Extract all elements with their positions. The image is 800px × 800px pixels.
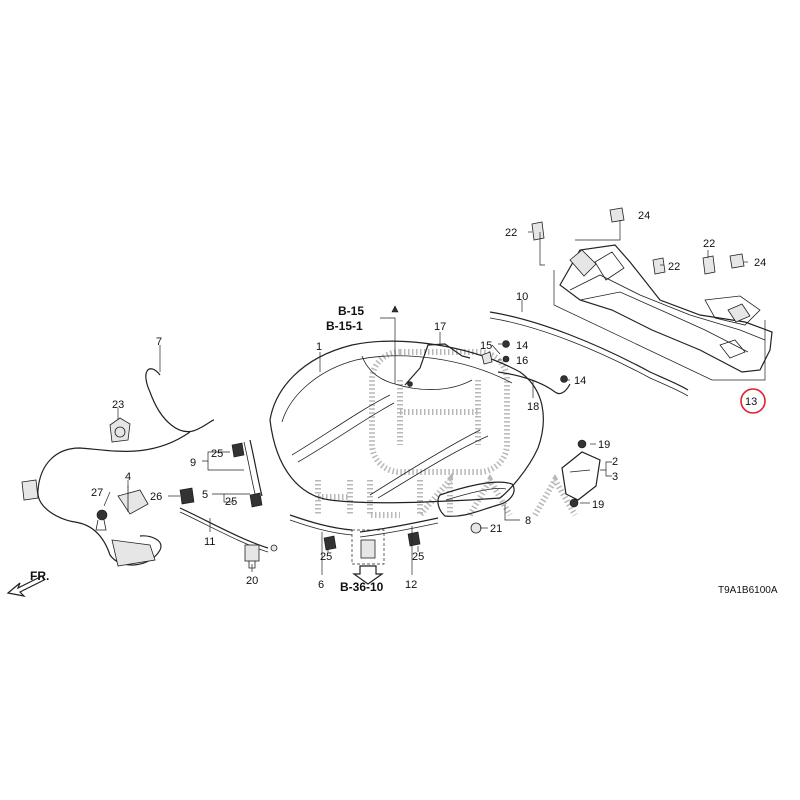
- label-part-16: 16: [516, 355, 528, 367]
- clip-22-left[interactable]: [531, 221, 545, 241]
- diagram-code: T9A1B6100A: [718, 585, 778, 596]
- ref-b15: B-15: [338, 304, 364, 318]
- side-seal-strip[interactable]: [249, 439, 263, 497]
- clip-below-b3610: [360, 539, 376, 559]
- clip-25-lower-right[interactable]: [407, 531, 421, 547]
- label-part-7: 7: [156, 336, 162, 348]
- clip-22-right[interactable]: [702, 255, 716, 275]
- label-part-18: 18: [527, 401, 539, 413]
- label-part-25-middle: 25: [225, 496, 237, 508]
- label-part-25-upper: 25: [211, 448, 223, 460]
- label-part-22-left: 22: [505, 227, 517, 239]
- label-part-17: 17: [434, 321, 446, 333]
- label-part-20: 20: [246, 575, 258, 587]
- label-part-9: 9: [190, 457, 196, 469]
- hood-latch-27[interactable]: [95, 509, 108, 531]
- front-label: FR.: [30, 569, 49, 583]
- label-part-23: 23: [112, 399, 124, 411]
- label-part-13: 13: [745, 396, 757, 408]
- bolt-19-upper[interactable]: [577, 439, 587, 449]
- label-part-4: 4: [125, 471, 131, 483]
- label-part-24-right: 24: [754, 257, 766, 269]
- label-part-3: 3: [612, 471, 618, 483]
- label-part-26: 26: [150, 491, 162, 503]
- release-lever[interactable]: [111, 539, 156, 567]
- buffer-26[interactable]: [179, 487, 195, 505]
- label-part-6: 6: [318, 579, 324, 591]
- ref-b36-10: B-36-10: [340, 580, 384, 594]
- label-part-14-lower: 14: [574, 375, 586, 387]
- label-part-22-right: 22: [703, 238, 715, 250]
- label-part-11: 11: [204, 536, 215, 548]
- label-part-25-lower-right: 25: [412, 551, 424, 563]
- label-part-22-center: 22: [668, 261, 680, 273]
- label-part-19-upper: 19: [598, 439, 610, 451]
- nut-16[interactable]: [502, 355, 510, 363]
- bolt-14-upper[interactable]: [502, 340, 510, 348]
- label-part-12: 12: [405, 579, 417, 591]
- clip-15[interactable]: [481, 351, 493, 365]
- honda-watermark-logo: [315, 349, 578, 524]
- cable-end-clip: [21, 479, 39, 501]
- label-part-1: 1: [316, 341, 322, 353]
- bracket-2-3[interactable]: [561, 451, 601, 501]
- highlight-part-13[interactable]: 13: [740, 388, 766, 414]
- label-part-21: 21: [490, 523, 502, 535]
- clip-25-upper[interactable]: [231, 442, 245, 458]
- washer-tube[interactable]: [497, 371, 571, 395]
- clip-25-middle[interactable]: [249, 492, 263, 508]
- label-part-15: 15: [480, 340, 492, 352]
- bolt-19-lower[interactable]: [569, 498, 579, 508]
- clip-23[interactable]: [109, 417, 131, 443]
- front-direction-arrow: FR.: [6, 569, 49, 597]
- cowl-top-assembly[interactable]: [559, 244, 773, 373]
- bolt-14-lower[interactable]: [560, 375, 568, 383]
- hood-panel[interactable]: [269, 340, 544, 504]
- label-part-24-left: 24: [638, 210, 650, 222]
- clip-25-lower-left[interactable]: [323, 535, 337, 551]
- hood-stay-cable[interactable]: [404, 343, 471, 386]
- bolt-24-right[interactable]: [729, 253, 745, 269]
- clip-21[interactable]: [470, 522, 482, 534]
- front-seal-left[interactable]: [289, 514, 353, 531]
- front-seal-right[interactable]: [359, 517, 439, 533]
- hood-insulator[interactable]: [437, 481, 515, 517]
- label-part-2: 2: [612, 456, 618, 468]
- label-part-8: 8: [525, 515, 531, 527]
- label-part-27: 27: [91, 487, 103, 499]
- label-part-10: 10: [516, 291, 528, 303]
- label-part-5: 5: [202, 489, 208, 501]
- hood-seal[interactable]: [489, 311, 689, 391]
- hood-release-cable[interactable]: [37, 368, 215, 566]
- bolt-24-left[interactable]: [609, 207, 625, 223]
- label-part-25-lower-left: 25: [320, 551, 332, 563]
- clip-22-center[interactable]: [652, 257, 666, 275]
- latch-assembly-4[interactable]: [117, 486, 149, 515]
- label-part-19-lower: 19: [592, 499, 604, 511]
- hood-strut[interactable]: [179, 507, 269, 549]
- ref-b15-1: B-15-1: [326, 319, 363, 333]
- label-part-14-upper: 14: [516, 340, 528, 352]
